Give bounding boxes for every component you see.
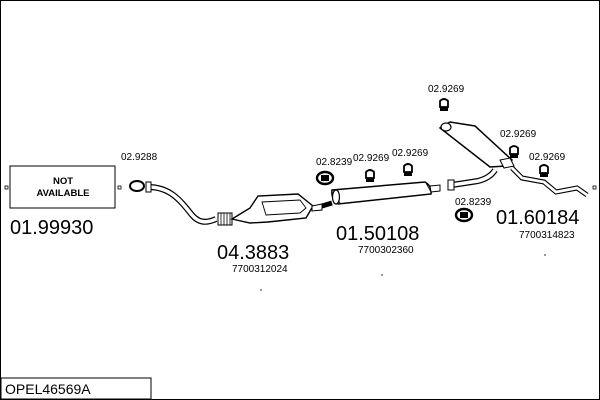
rear-silencer-icon [438, 121, 589, 198]
fitting-label-02-8239-b: 02.8239 [455, 197, 492, 208]
rubber-hanger-icon [365, 169, 375, 182]
fitting-label-02-9269-d: 02.9269 [500, 129, 537, 140]
reference-7700312024: 7700312024 [232, 264, 288, 275]
rubber-hanger-icon [439, 98, 449, 111]
fitting-label-02-8239-a: 02.8239 [316, 157, 353, 168]
fitting-label-02-9269-a: 02.9269 [353, 153, 390, 164]
part-number-04-3883: 04.3883 [217, 242, 289, 264]
front-pipe-icon [145, 181, 218, 225]
part-number-01-50108: 01.50108 [336, 223, 419, 245]
not-available-line1: NOT [53, 176, 73, 187]
rear-pipe-icon [447, 168, 498, 191]
fitting-label-02-9269-f: 02.9269 [529, 152, 566, 163]
reference-7700302360: 7700302360 [358, 245, 414, 256]
clamp-icon [315, 170, 335, 186]
not-available-line2: AVAILABLE [37, 188, 90, 199]
fitting-label-02-9269-b: 02.9269 [392, 148, 429, 159]
part-number-01-99930: 01.99930 [10, 217, 93, 239]
clamp-icon [454, 207, 474, 223]
fitting-label-02-9269-c: 02.9269 [428, 84, 465, 95]
reference-7700314823: 7700314823 [519, 230, 575, 241]
rubber-hanger-icon [509, 145, 519, 158]
rubber-hanger-icon [403, 163, 413, 176]
not-available-box: NOT AVAILABLE [4, 165, 122, 209]
catalytic-converter-icon [217, 193, 323, 226]
fitting-label-02-9288: 02.9288 [121, 152, 158, 163]
rubber-hanger-icon [539, 164, 549, 177]
gasket-ring-icon [129, 180, 145, 192]
part-number-01-60184: 01.60184 [496, 207, 579, 229]
intermediate-silencer-icon [321, 181, 441, 209]
diagram-identifier-box: OPEL46569A [0, 377, 152, 400]
diagram-identifier: OPEL46569A [5, 381, 91, 397]
